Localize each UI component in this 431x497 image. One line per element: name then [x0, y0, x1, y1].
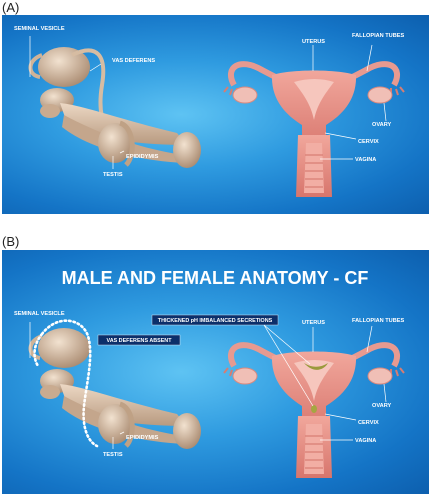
cervix-line: [324, 413, 357, 421]
secretion-uterus: [304, 363, 328, 370]
label-seminal-vesicle: SEMINAL VESICLE: [14, 26, 65, 32]
secretions-callout-box: [151, 314, 279, 326]
panel-b-tag: (B): [2, 234, 20, 249]
panel-a-illustration: SEMINAL VESICLE VAS DEFERENS EPIDIDYMIS …: [14, 26, 405, 197]
label-fallopian-tubes: FALLOPIAN TUBES: [352, 33, 404, 39]
absent-vas-deferens-dots-left: [33, 332, 44, 368]
ovary-line: [383, 383, 387, 403]
label-ovary: OVARY: [372, 403, 392, 409]
secretions-callout-text: THICKENED pH IMBALANCED SECRETIONS: [158, 318, 273, 324]
panel-b: MALE AND FEMALE ANATOMY - CF SEMINAL VES…: [2, 250, 429, 494]
penis-shaft-lower: [62, 396, 184, 444]
female-anatomy: [223, 61, 405, 197]
fallopian-line: [366, 325, 373, 353]
label-cervix: CERVIX: [358, 420, 379, 426]
panel-b-title: MALE AND FEMALE ANATOMY - CF: [62, 268, 369, 288]
vas-absent-callout-box: [97, 334, 181, 346]
label-epididymis: EPIDIDYMIS: [126, 435, 159, 441]
prostate-lower: [40, 104, 60, 118]
panel-b-illustration: MALE AND FEMALE ANATOMY - CF SEMINAL VES…: [14, 268, 405, 478]
secretions-line-cervix: [263, 324, 314, 407]
testis-shape: [98, 123, 132, 163]
penis-shaft-lower: [62, 115, 184, 163]
testis-shape: [98, 404, 132, 444]
panel-a: SEMINAL VESICLE VAS DEFERENS EPIDIDYMIS …: [2, 15, 429, 214]
glans: [173, 132, 201, 168]
male-anatomy: [28, 47, 201, 168]
secretion-cervix: [311, 405, 317, 413]
prostate-lower: [40, 385, 60, 399]
epididymis-line: [119, 431, 125, 435]
vaginal-canal: [304, 424, 324, 474]
panel-a-tag: (A): [2, 0, 20, 15]
ovary-left: [232, 86, 258, 104]
epididymis-line: [119, 150, 125, 154]
vas-deferens-line: [89, 63, 102, 72]
glans: [173, 413, 201, 449]
female-anatomy-b: [223, 342, 405, 478]
vaginal-canal: [304, 143, 324, 193]
ovary-left: [232, 367, 258, 385]
vas-absent-callout-text: VAS DEFERENS ABSENT: [107, 338, 173, 344]
uterus-cavity: [294, 79, 334, 120]
fallopian-line: [366, 44, 373, 72]
fimbriae-right: [390, 86, 405, 96]
label-epididymis: EPIDIDYMIS: [126, 154, 159, 160]
vaginal-rugae: [305, 154, 323, 188]
label-uterus: UTERUS: [302, 320, 325, 326]
label-ovary: OVARY: [372, 122, 392, 128]
label-cervix: CERVIX: [358, 139, 379, 145]
uterus-cavity: [294, 360, 334, 401]
label-fallopian-tubes: FALLOPIAN TUBES: [352, 318, 404, 324]
male-anatomy-b: [28, 319, 201, 449]
seminal-vesicle-shape: [28, 53, 43, 79]
cervix-line: [324, 132, 357, 140]
label-vas-deferens: VAS DEFERENS: [112, 58, 155, 64]
ovary-right: [367, 86, 393, 104]
bladder: [38, 47, 90, 87]
label-uterus: UTERUS: [302, 39, 325, 45]
ovary-right: [367, 367, 393, 385]
vaginal-rugae: [305, 435, 323, 469]
label-testis: TESTIS: [103, 452, 123, 458]
bladder: [38, 328, 90, 368]
label-vagina: VAGINA: [355, 157, 376, 163]
epididymis-shape: [118, 401, 135, 448]
label-seminal-vesicle: SEMINAL VESICLE: [14, 311, 65, 317]
fimbriae-right: [390, 367, 405, 377]
label-vagina: VAGINA: [355, 438, 376, 444]
label-testis: TESTIS: [103, 172, 123, 178]
secretions-line-uterus: [263, 324, 311, 365]
ovary-line: [383, 102, 387, 122]
absent-vas-deferens-dots: [40, 319, 99, 448]
epididymis-shape: [118, 120, 135, 167]
